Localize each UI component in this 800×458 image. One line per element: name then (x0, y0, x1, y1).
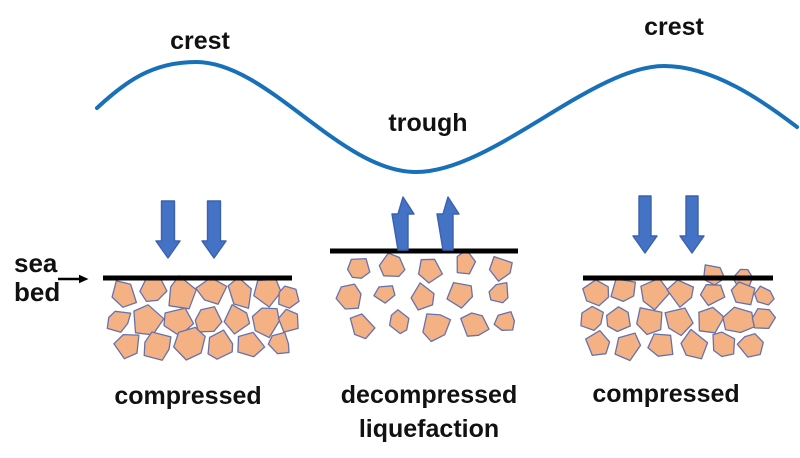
sediment-grain (698, 306, 725, 334)
sediment-grain (388, 309, 410, 335)
sediment-grain (173, 326, 206, 361)
sediment-grain (139, 277, 168, 303)
sediment-grain (168, 275, 197, 310)
wave-curve (95, 59, 799, 175)
sediment-grain (227, 276, 252, 309)
sediment-grain (753, 285, 775, 306)
sediment-grain (335, 283, 362, 310)
pressure-down-arrow-left-2 (201, 200, 227, 259)
sediment-grain (585, 329, 611, 357)
sediment-grain (610, 278, 637, 303)
seabed-label-line2: bed (14, 277, 61, 307)
sediment-grain (373, 285, 396, 304)
crest-label-left: crest (170, 27, 230, 55)
pressure-up-arrow-middle-2 (436, 196, 460, 251)
sediment-grain (143, 331, 172, 361)
sediment-grain (582, 279, 610, 307)
sediment-grain (133, 304, 165, 336)
sediment-grain (267, 331, 290, 355)
sediment-grain (702, 264, 726, 286)
sediment-grain (580, 305, 604, 332)
sediment-grain (163, 307, 195, 337)
sediment-grain (422, 313, 452, 343)
sediment-grains-right (580, 264, 777, 362)
sediment-grain (664, 307, 694, 337)
sediment-grain (699, 284, 726, 307)
sediment-grain (378, 252, 406, 278)
sediment-grain (730, 281, 756, 306)
sediment-grain (207, 329, 234, 360)
sediment-grain (278, 285, 300, 309)
sediment-grain (194, 306, 223, 333)
sediment-grain (349, 313, 376, 340)
sediment-grain (417, 258, 444, 284)
decompressed-label-line1: decompressed (340, 381, 518, 409)
sediment-grain (113, 333, 140, 360)
sediment-grain (346, 257, 371, 279)
sediment-grain (488, 255, 513, 282)
sediment-grain (640, 277, 671, 311)
compressed-label-left: compressed (114, 382, 262, 410)
sediment-grain (195, 276, 228, 305)
decompressed-liquefaction-label: decompressed liquefaction (341, 378, 517, 446)
sediment-grain (722, 306, 756, 334)
compressed-label-right: compressed (592, 380, 740, 408)
sediment-grain (647, 333, 674, 357)
pressure-down-arrow-right-1 (632, 195, 658, 254)
sediment-grain (111, 280, 138, 308)
sediment-grain (446, 281, 474, 309)
sediment-grain (493, 311, 516, 331)
seabed-pointer-arrowhead (79, 274, 89, 284)
sediment-grain (614, 332, 642, 362)
sediment-grain (488, 281, 509, 304)
sediment-grain (636, 307, 663, 336)
crest-label-right: crest (644, 13, 704, 41)
sediment-grain (237, 331, 266, 358)
sediment-grains-middle (335, 249, 516, 343)
sediment-grain (712, 331, 736, 358)
sediment-grain (106, 310, 132, 333)
pressure-down-arrow-left-1 (155, 200, 181, 259)
sediment-grain (666, 279, 695, 308)
sediment-grain (680, 328, 709, 360)
seabed-label: sea bed (14, 249, 60, 307)
sediment-grain (605, 306, 631, 333)
sediment-grains-left (106, 275, 300, 361)
sediment-grain (251, 307, 280, 339)
sediment-grain (460, 312, 490, 337)
sediment-grain (751, 307, 777, 330)
pressure-down-arrow-right-2 (679, 195, 705, 254)
sediment-grain (277, 308, 299, 333)
sediment-grain (223, 304, 251, 335)
pressure-up-arrow-middle-1 (391, 196, 415, 251)
sediment-grain (736, 333, 764, 358)
sediment-grain (253, 278, 282, 308)
liquefaction-label-line2: liquefaction (358, 415, 500, 443)
trough-label: trough (388, 109, 468, 137)
sediment-grain (410, 282, 435, 311)
seabed-label-line1: sea (14, 248, 58, 278)
